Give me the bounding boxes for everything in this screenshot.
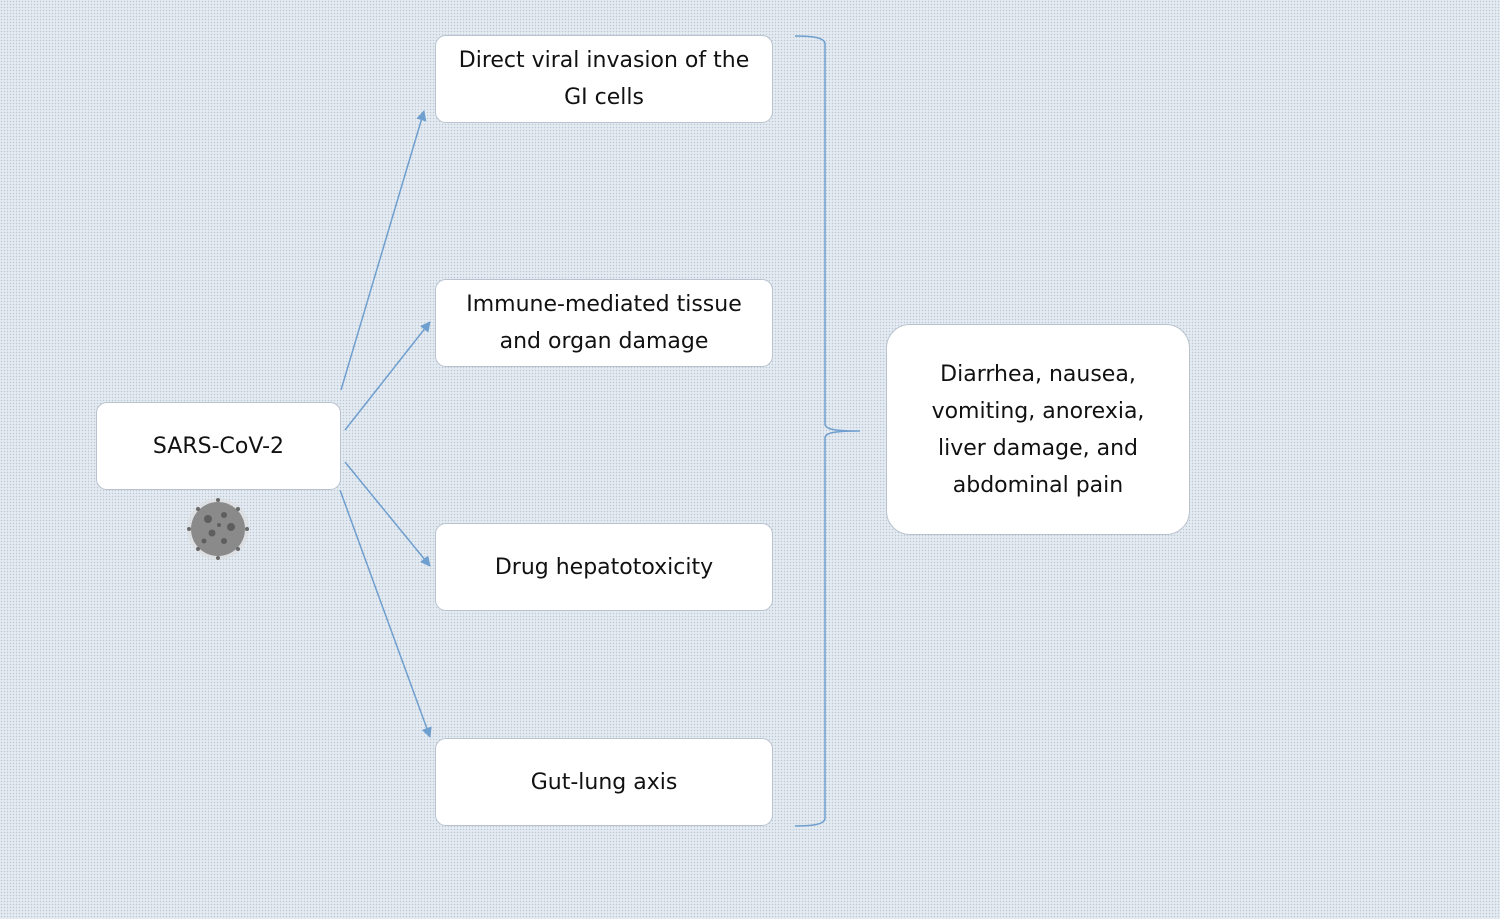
right-brace	[794, 35, 861, 827]
mechanism-label: Immune-mediated tissue and organ damage	[466, 292, 742, 354]
mechanism-label: Gut-lung axis	[530, 769, 678, 795]
sars-cov-2-label: SARS-CoV-2	[152, 433, 285, 459]
mechanism-box-drug-hepatotoxicity: Drug hepatotoxicity	[435, 523, 773, 611]
arrow-to-immune-mediated-damage	[344, 321, 431, 431]
sars-cov-2-box: SARS-CoV-2	[96, 402, 341, 490]
mechanism-label: Direct viral invasion of the GI cells	[458, 48, 750, 110]
arrow-to-gut-lung-axis	[339, 489, 432, 738]
arrow-to-drug-hepatotoxicity	[344, 461, 431, 567]
mechanism-label: Drug hepatotoxicity	[494, 554, 714, 580]
arrow-to-direct-viral-invasion	[340, 109, 427, 391]
virus-icon	[187, 498, 249, 560]
outcome-label: Diarrhea, nausea, vomiting, anorexia, li…	[931, 361, 1145, 498]
mechanism-box-immune-mediated-damage: Immune-mediated tissue and organ damage	[435, 279, 773, 367]
mechanism-box-gut-lung-axis: Gut-lung axis	[435, 738, 773, 826]
outcome-box: Diarrhea, nausea, vomiting, anorexia, li…	[886, 324, 1190, 535]
mechanism-box-direct-viral-invasion: Direct viral invasion of the GI cells	[435, 35, 773, 123]
